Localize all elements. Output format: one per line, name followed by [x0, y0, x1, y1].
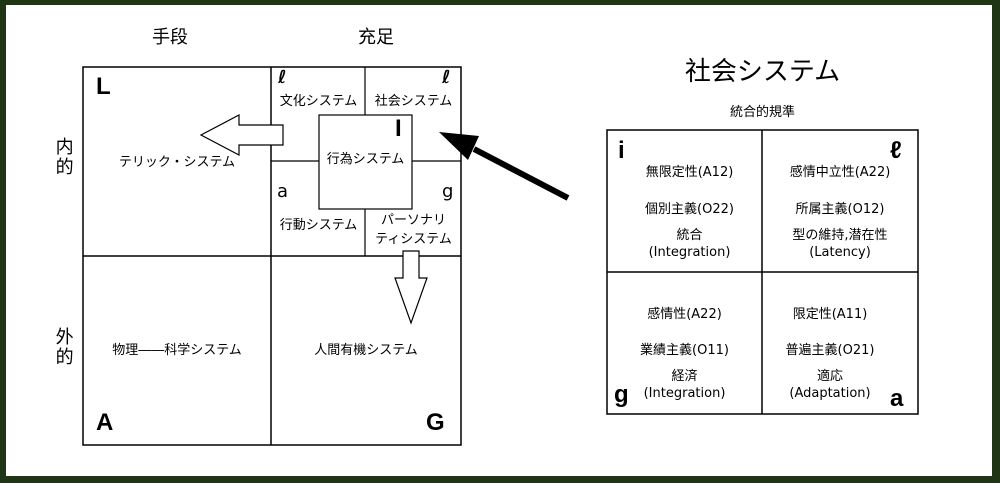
cell-a-line3: 適応 [816, 369, 843, 384]
diagram-lines [82, 66, 919, 446]
cell-l-line2: 所属主義(O12) [795, 202, 885, 217]
action-system-label: 行為システム [326, 152, 405, 167]
integrative-criteria-subtitle: 統合的規準 [729, 105, 795, 120]
action-system-box [318, 114, 413, 210]
inner-letter-l-left: ℓ [278, 67, 287, 88]
inner-letter-i: I [395, 115, 402, 142]
side-external: 外的 [52, 327, 74, 367]
cell-i-line4: (Integration) [648, 245, 731, 260]
cell-a-line4: (Adaptation) [789, 386, 871, 401]
cell-g-line1: 感情性(A22) [647, 307, 722, 322]
cell-l-line4: (Latency) [809, 245, 871, 260]
cell-letter-i: i [618, 137, 625, 164]
physical-chemical-system-label: 物理――科学システム [112, 343, 242, 358]
cultural-system-label: 文化システム [279, 94, 358, 109]
inner-letter-l-right: ℓ [442, 67, 451, 88]
cell-letter-g: g [614, 381, 629, 408]
cell-i-line1: 無限定性(A12) [645, 165, 734, 180]
black-arrow-head [439, 132, 479, 160]
inner-letter-g: g [442, 181, 454, 202]
quadrant-letter-a: A [96, 409, 114, 436]
cell-letter-a: a [890, 385, 904, 412]
black-arrow-shaft [472, 146, 570, 201]
cell-a-line1: 限定性(A11) [792, 307, 868, 322]
header-consummatory: 充足 [358, 27, 394, 48]
behavioral-system-label: 行動システム [279, 218, 358, 233]
inner-letter-a: a [277, 181, 289, 202]
hollow-arrow-left [199, 114, 284, 156]
cell-a-line2: 普遍主義(O21) [785, 343, 875, 358]
human-organic-system-label: 人間有機システム [314, 343, 418, 358]
cell-i-line3: 統合 [676, 228, 703, 243]
cell-g-line3: 経済 [671, 369, 698, 384]
cell-l-line3: 型の維持,潜在性 [792, 228, 888, 243]
cell-g-line4: (Integration) [643, 386, 726, 401]
telic-system-label: テリック・システム [118, 155, 236, 170]
social-system-label: 社会システム [374, 94, 453, 109]
hollow-arrow-down [394, 250, 428, 325]
personality-system-label-2: ティシステム [375, 232, 452, 247]
cell-l-line1: 感情中立性(A22) [789, 165, 891, 180]
quadrant-letter-l: L [96, 73, 111, 100]
cell-letter-l: ℓ [890, 137, 902, 164]
social-system-title: 社会システム [684, 57, 841, 87]
personality-system-label-1: パーソナリ [380, 213, 446, 228]
quadrant-letter-g: G [426, 409, 445, 436]
side-internal: 内的 [52, 137, 74, 177]
cell-g-line2: 業績主義(O11) [640, 343, 729, 358]
cell-i-line2: 個別主義(O22) [645, 202, 734, 217]
slide: 手段 充足 内的 外的 L テリック・システム A 物理――科学システム G 人… [6, 5, 992, 476]
header-means: 手段 [152, 27, 188, 48]
